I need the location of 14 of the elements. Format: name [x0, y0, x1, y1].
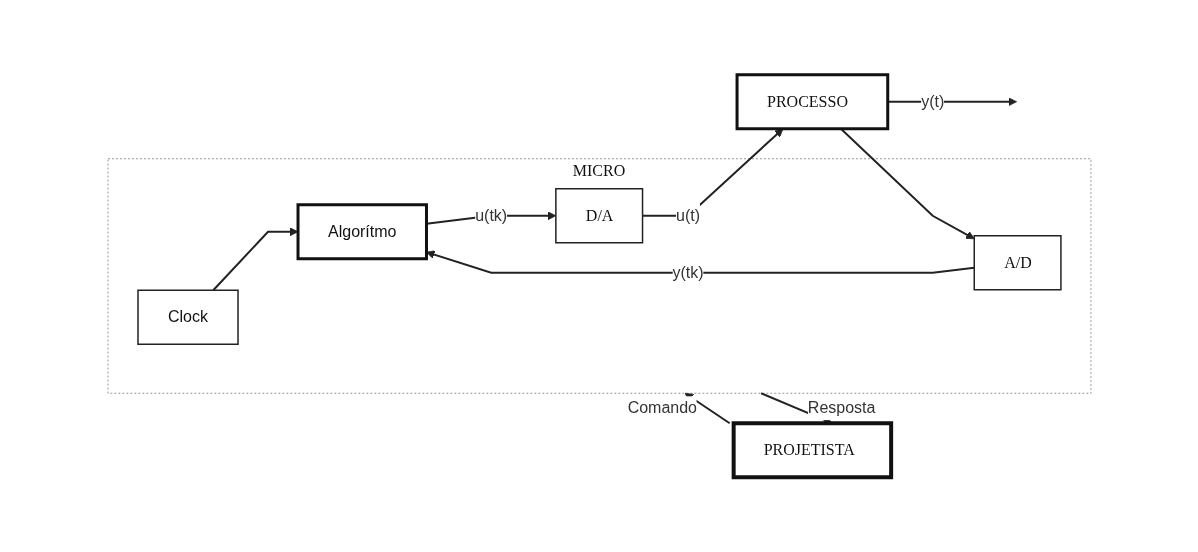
node-box: PROCESSO: [735, 73, 889, 131]
node-box: PROJETISTA: [731, 421, 893, 480]
node-box: Clock: [136, 289, 239, 345]
edge-label: u(t): [675, 206, 700, 224]
node-box: D/A: [554, 188, 643, 244]
node-box: A/D: [973, 235, 1062, 291]
edge-label: y(t): [920, 92, 944, 110]
arrow: [211, 227, 298, 292]
edge-label: Resposta: [807, 399, 875, 417]
arrow: [684, 392, 731, 425]
edge-label: u(tk): [474, 206, 507, 224]
node-box: Algorítmo: [296, 203, 428, 261]
edge-label: Comando: [627, 399, 697, 417]
edge-label: y(tk): [672, 263, 704, 281]
